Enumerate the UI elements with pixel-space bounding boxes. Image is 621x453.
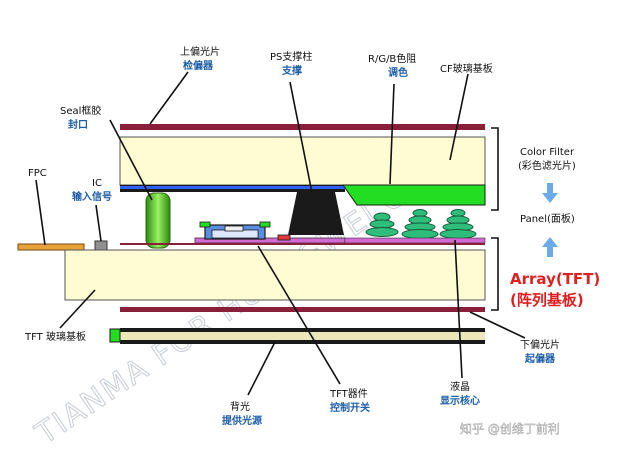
label-tft-device: TFT器件 — [329, 388, 368, 400]
ps-spacer — [288, 192, 344, 235]
label-lower-polarizer-sub: 起偏器 — [524, 352, 556, 365]
seal-glue — [145, 192, 171, 249]
label-lower-polarizer: 下偏光片 — [520, 338, 560, 351]
panel-arrows — [542, 183, 558, 257]
tft-base-line — [120, 243, 485, 245]
lc-stack-1 — [365, 212, 399, 237]
credit-text: 知乎 @创维丁前利 — [460, 421, 560, 436]
leader-liquid-crystal — [454, 239, 463, 379]
arrow-down-icon — [542, 183, 558, 203]
tft-array-layer — [344, 237, 486, 244]
color-filter-layer — [342, 184, 486, 206]
label-liquid-crystal-sub: 显示核心 — [440, 394, 480, 407]
label-seal: Seal框胶 — [60, 104, 101, 117]
leader-tft-glass — [59, 289, 96, 329]
leader-ic — [95, 204, 102, 242]
backlight-unit — [109, 328, 485, 344]
label-tft-glass: TFT 玻璃基板 — [24, 330, 86, 343]
label-panel: Panel(面板) — [520, 212, 575, 225]
label-seal-sub: 封口 — [68, 118, 88, 131]
label-ic: IC — [92, 178, 102, 189]
label-tft-device-sub: 控制开关 — [330, 401, 370, 414]
label-rgb: R/G/B色阻 — [368, 52, 416, 65]
label-ic-sub: 输入信号 — [72, 190, 112, 203]
liquid-crystal — [365, 209, 477, 239]
cf-blue-strip — [120, 186, 345, 189]
leader-lines — [35, 71, 526, 396]
leader-ps-spacer — [289, 81, 313, 194]
label-ps-spacer-sub: 支撑 — [281, 64, 302, 77]
leader-cf-glass — [449, 73, 469, 161]
label-array: Array(TFT) — [510, 270, 600, 288]
cf-bracket — [491, 127, 499, 211]
leader-backlight — [247, 341, 276, 396]
tft-bracket — [491, 237, 499, 311]
label-backlight: 背光 — [230, 400, 250, 413]
arrow-up-icon — [542, 237, 558, 257]
lc-stack-2 — [401, 209, 439, 239]
label-rgb-sub: 调色 — [388, 66, 408, 79]
label-backlight-sub: 提供光源 — [222, 414, 262, 427]
fpc — [17, 243, 85, 251]
label-array-sub: (阵列基板) — [510, 291, 584, 309]
label-liquid-crystal: 液晶 — [450, 380, 470, 393]
upper-polarizer — [120, 124, 485, 130]
lc-stack-3 — [439, 209, 477, 239]
leader-lower-polarizer — [469, 311, 526, 339]
leader-seal — [109, 119, 153, 201]
label-color-filter-sub: (彩色滤光片) — [518, 159, 576, 172]
label-fpc: FPC — [28, 168, 47, 179]
label-cf-glass: CF玻璃基板 — [440, 62, 493, 75]
leader-fpc — [35, 179, 46, 246]
leader-tft-device — [257, 245, 341, 385]
leader-upper-polarizer — [149, 71, 189, 125]
label-upper-polarizer-sub: 检偏器 — [183, 59, 214, 72]
label-color-filter: Color Filter — [520, 147, 575, 158]
label-upper-polarizer: 上偏光片 — [180, 45, 220, 58]
label-ps-spacer: PS支撑柱 — [270, 50, 312, 63]
leader-rgb — [389, 83, 395, 185]
lower-polarizer — [120, 307, 485, 312]
